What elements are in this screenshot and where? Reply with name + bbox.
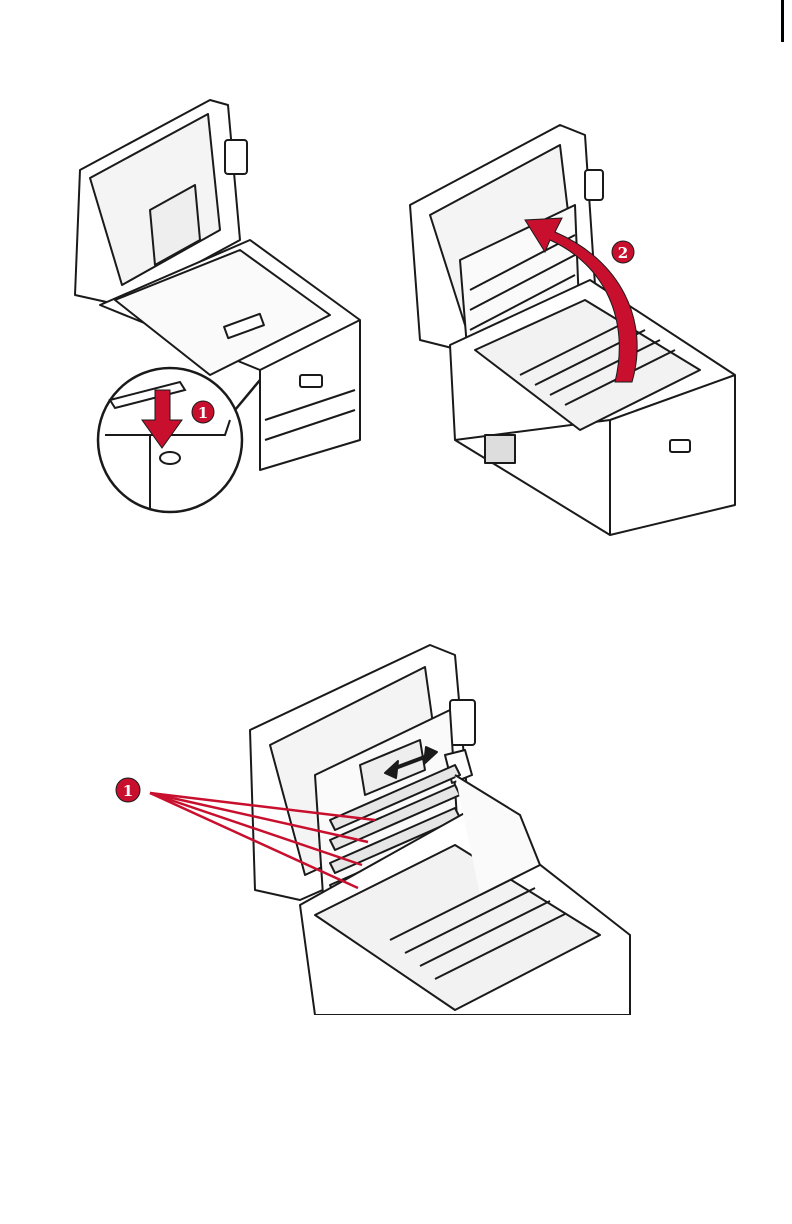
figure-press-release-button: 1 bbox=[60, 90, 370, 520]
printer-led-heads-icon: 1 bbox=[100, 635, 645, 1015]
figure-led-heads: 1 bbox=[100, 635, 645, 1015]
callout-number: 1 bbox=[123, 782, 133, 800]
callout-number: 1 bbox=[198, 404, 208, 422]
callout-number: 2 bbox=[618, 244, 628, 262]
figure-raise-scanner-cover: 2 bbox=[400, 120, 740, 540]
printer-press-button-icon: 1 bbox=[60, 90, 370, 520]
printer-open-cover-icon: 2 bbox=[400, 120, 740, 540]
page-edge-marker bbox=[781, 0, 784, 42]
